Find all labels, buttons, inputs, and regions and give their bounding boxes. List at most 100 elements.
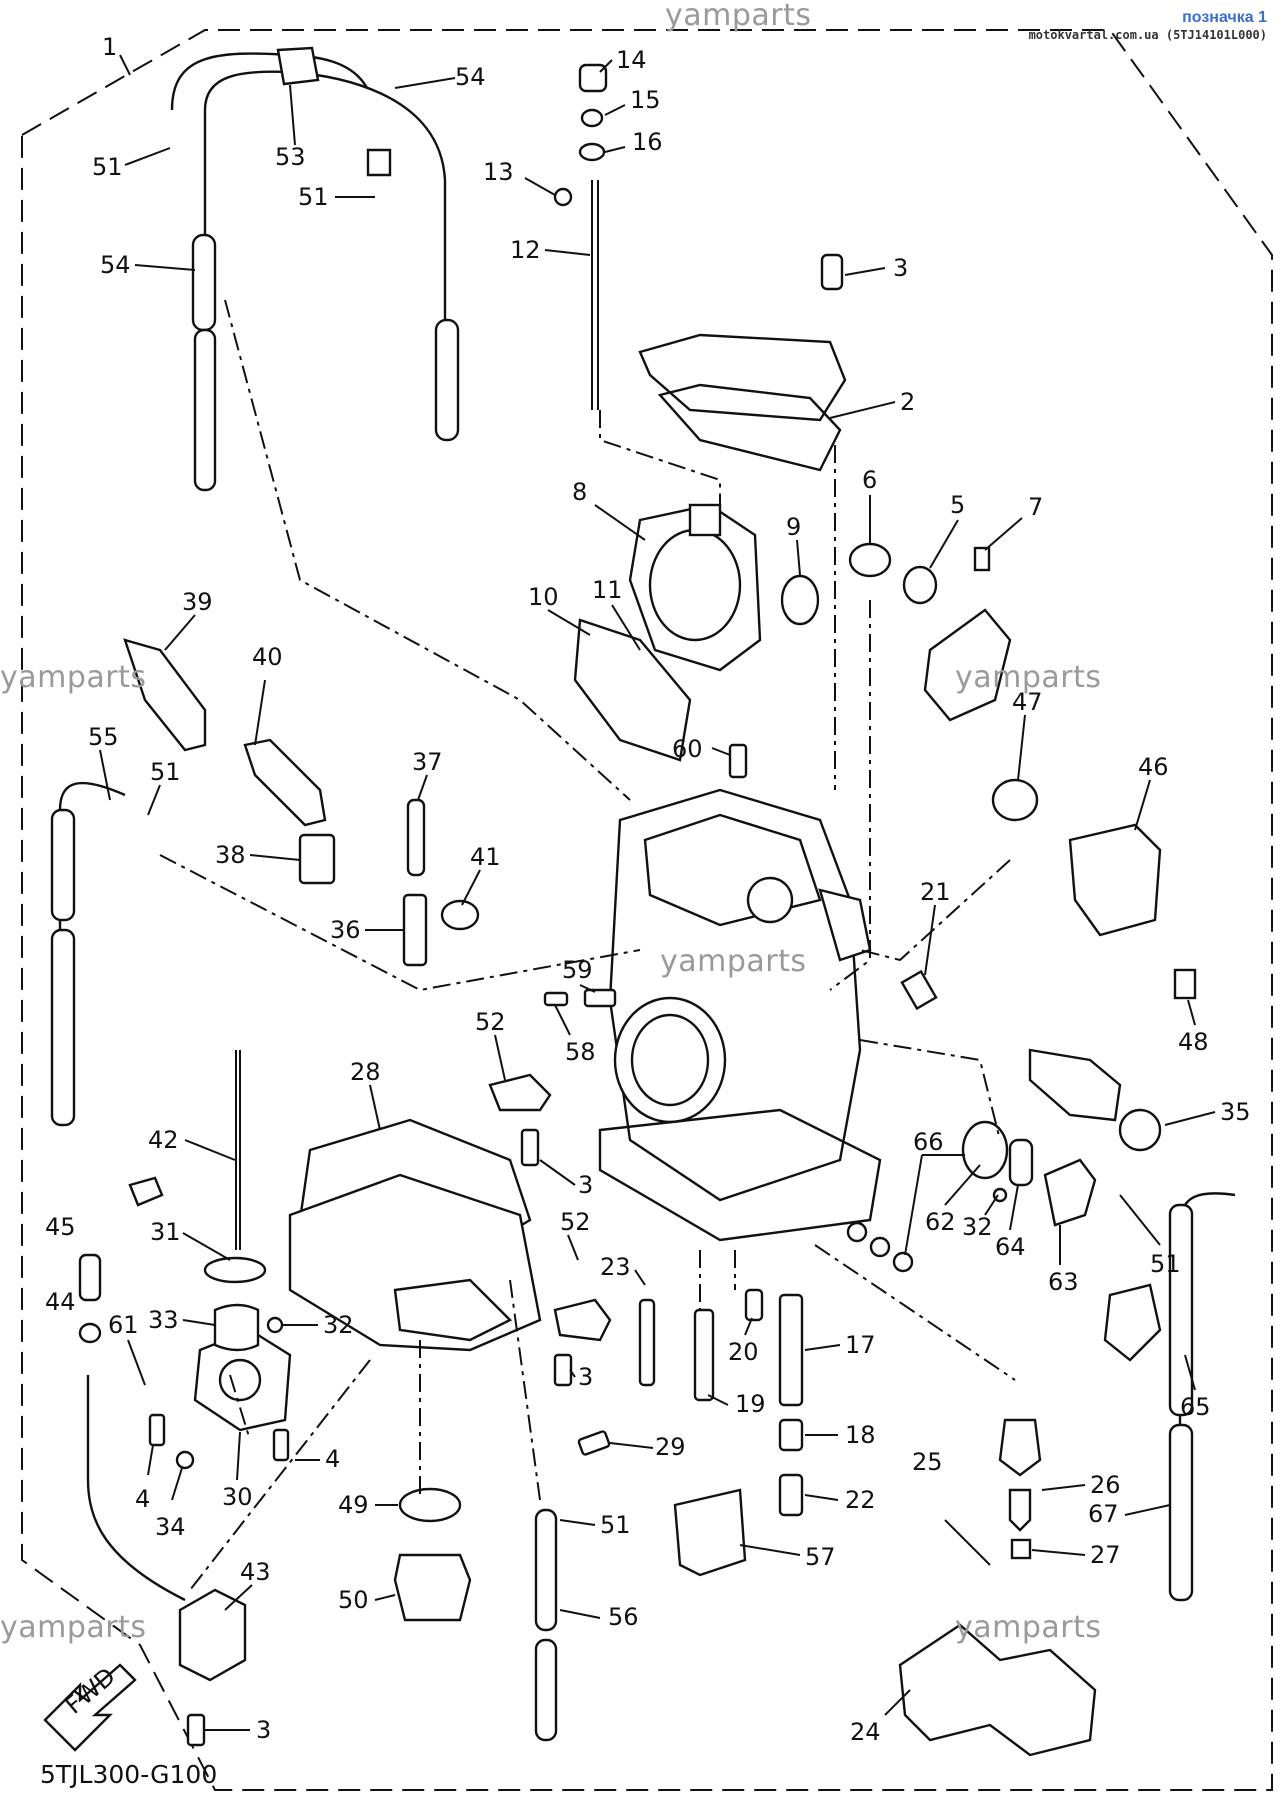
label-49: 49 (338, 1491, 369, 1519)
screw-59 (583, 988, 617, 1008)
label-43: 43 (240, 1558, 271, 1586)
part-16 (578, 142, 606, 162)
part-6 (848, 542, 892, 578)
label-5: 5 (950, 491, 965, 519)
needle-jet-17 (778, 1293, 804, 1407)
valve-35 (1028, 1048, 1122, 1122)
screw-4-a (148, 1413, 166, 1447)
label-41: 41 (470, 843, 501, 871)
part-labels: 1 54 53 51 51 54 14 15 16 13 12 3 2 (45, 33, 1251, 1746)
label-14: 14 (616, 46, 647, 74)
part-22 (778, 1473, 804, 1517)
hose-55 (50, 781, 126, 1127)
carburetor-body (598, 788, 882, 1242)
label-67: 67 (1088, 1500, 1119, 1528)
spring-45 (78, 1253, 102, 1302)
label-25: 25 (912, 1448, 943, 1476)
part-44 (78, 1322, 102, 1344)
label-10: 10 (528, 583, 559, 611)
screw-60 (728, 743, 748, 779)
label-3a: 3 (893, 254, 908, 282)
label-2: 2 (900, 388, 915, 416)
part-20 (744, 1288, 764, 1322)
part-5 (902, 565, 938, 605)
label-54b: 54 (100, 251, 131, 279)
part-38 (298, 833, 336, 885)
screw-21 (900, 969, 938, 1011)
label-4a: 4 (135, 1485, 150, 1513)
o-ring-66a (846, 1221, 868, 1243)
throttle-lever (923, 608, 1012, 722)
label-51d: 51 (600, 1511, 631, 1539)
part-36 (402, 893, 428, 967)
label-57: 57 (805, 1543, 836, 1571)
label-22: 22 (845, 1486, 876, 1514)
hose-67 (1168, 1192, 1236, 1602)
part-62 (961, 1120, 1009, 1180)
label-62: 62 (925, 1208, 956, 1236)
o-ring-66b (869, 1236, 891, 1258)
label-60: 60 (672, 735, 703, 763)
label-51b: 51 (298, 183, 329, 211)
label-32b: 32 (962, 1213, 993, 1241)
label-8: 8 (572, 478, 587, 506)
plate-61 (128, 1176, 164, 1207)
label-38: 38 (215, 841, 246, 869)
label-15: 15 (630, 86, 661, 114)
part-13 (553, 187, 573, 207)
float-24 (898, 1623, 1097, 1757)
assembly-guide-lines (159, 299, 1016, 1591)
part-15 (580, 108, 604, 128)
label-7: 7 (1028, 493, 1043, 521)
label-58: 58 (565, 1038, 596, 1066)
hot-start-46 (1068, 823, 1162, 937)
label-52a: 52 (475, 1008, 506, 1036)
label-24: 24 (850, 1718, 881, 1746)
screw-3-b (520, 1128, 540, 1167)
label-18: 18 (845, 1421, 876, 1449)
watermark-left-1: yamparts (0, 660, 147, 695)
main-jet-18 (778, 1418, 804, 1452)
label-12: 12 (510, 236, 541, 264)
fwd-arrow (43, 1663, 137, 1752)
screw-3-top (820, 253, 844, 291)
hose-56-upper (534, 1508, 558, 1632)
label-20: 20 (728, 1338, 759, 1366)
spring-64 (1008, 1138, 1034, 1187)
label-56: 56 (608, 1603, 639, 1631)
plate-52-lower (553, 1298, 612, 1342)
label-1: 1 (102, 33, 117, 61)
label-44: 44 (45, 1288, 76, 1316)
screw-3-c (553, 1353, 573, 1387)
cup-57 (673, 1488, 747, 1577)
label-51c: 51 (150, 758, 181, 786)
source-tag: позначка 1 motokvartal.com.ua (5TJ14101L… (1029, 8, 1267, 43)
screw-48 (1173, 968, 1197, 1000)
throttle-cable (86, 1375, 186, 1602)
watermark-left-2: yamparts (0, 1610, 147, 1645)
label-9: 9 (786, 513, 801, 541)
diagram-code: 5TJL300-G100 (40, 1760, 218, 1789)
label-48: 48 (1178, 1028, 1209, 1056)
label-50: 50 (338, 1586, 369, 1614)
o-ring-66c (892, 1251, 914, 1273)
label-36: 36 (330, 916, 361, 944)
label-28: 28 (350, 1058, 381, 1086)
label-54a: 54 (455, 63, 486, 91)
watermark-right-2: yamparts (955, 1610, 1102, 1645)
lever-63 (1043, 1158, 1097, 1227)
label-3c: 3 (578, 1363, 593, 1391)
pilot-jet-19 (693, 1308, 715, 1402)
label-29: 29 (655, 1433, 686, 1461)
needle-valve-26 (998, 1418, 1042, 1477)
label-32a: 32 (323, 1311, 354, 1339)
label-53: 53 (275, 143, 306, 171)
diaphragm-31 (203, 1256, 267, 1284)
watermark-right-1: yamparts (955, 660, 1102, 695)
assembly-boundary (21, 29, 1273, 1791)
top-cover-2 (638, 333, 847, 472)
watermark-center: yamparts (660, 944, 807, 979)
label-59: 59 (562, 956, 593, 984)
tag-title: позначка 1 (1182, 9, 1267, 26)
